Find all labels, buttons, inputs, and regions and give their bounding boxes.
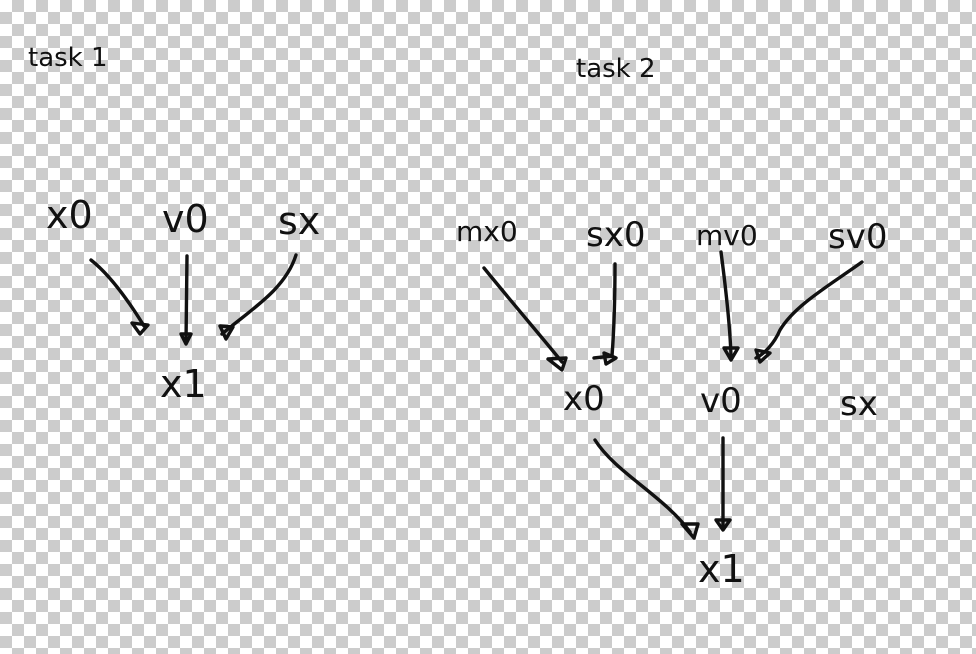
- edge-arrow: [179, 254, 193, 346]
- edge-arrow: [482, 266, 568, 372]
- task2-node-mv0: mv0: [696, 219, 758, 252]
- task1-node-v0: v0: [162, 197, 209, 241]
- task2-node-mx0: mx0: [456, 215, 518, 248]
- task1-title: task 1: [28, 43, 108, 73]
- task1-node-x0: x0: [46, 193, 93, 237]
- task2-node-v0: v0: [700, 381, 742, 421]
- task2-node-x0: x0: [563, 379, 605, 419]
- edge-arrow: [714, 436, 732, 532]
- task2-node-x1: x1: [698, 547, 745, 591]
- task1-node-x1: x1: [160, 362, 207, 406]
- task2-node-sx: sx: [840, 384, 878, 424]
- task2-title: task 2: [576, 54, 656, 84]
- edge-arrow: [719, 250, 740, 362]
- task2-node-sv0: sv0: [828, 217, 888, 257]
- edge-arrow: [89, 258, 150, 336]
- task2-node-sx0: sx0: [586, 215, 646, 255]
- edge-arrow: [218, 253, 298, 341]
- edge-arrow: [754, 260, 864, 364]
- task1-node-sx: sx: [278, 199, 321, 243]
- edge-arrow: [593, 438, 700, 540]
- edge-arrow: [592, 262, 618, 366]
